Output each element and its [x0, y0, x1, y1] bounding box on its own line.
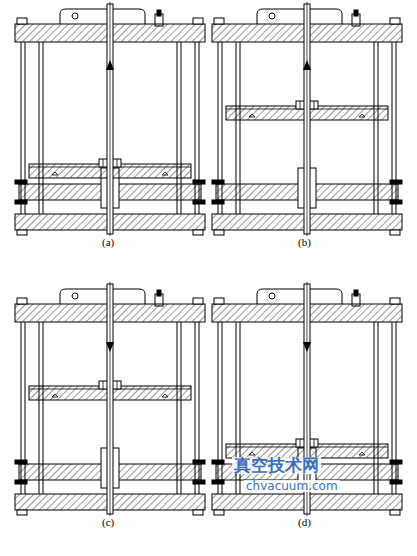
clamp — [390, 480, 402, 484]
screw — [72, 293, 78, 299]
hub-bolt — [103, 159, 104, 167]
nut — [214, 298, 224, 304]
nut — [193, 510, 203, 515]
watermark: 真空技术网 — [232, 457, 321, 474]
top-cap — [60, 9, 145, 24]
nut — [390, 230, 400, 235]
nut — [17, 298, 27, 304]
clamp — [212, 200, 224, 204]
clamp — [15, 200, 27, 204]
nut — [390, 510, 400, 515]
clamp — [15, 480, 27, 484]
clamp — [212, 480, 224, 484]
chamber-panel — [212, 282, 402, 516]
nut — [17, 510, 27, 515]
top-cap — [60, 289, 145, 304]
nut — [390, 298, 400, 304]
screw — [72, 13, 78, 19]
nut — [193, 18, 203, 24]
nut — [390, 18, 400, 24]
shaft-axis — [307, 2, 308, 236]
nut — [214, 18, 224, 24]
chamber-panel — [212, 2, 402, 236]
chamber-panel — [15, 282, 205, 516]
valve-tip — [157, 10, 161, 16]
hub-bolt — [300, 101, 301, 109]
valve-tip — [354, 290, 358, 296]
nut — [214, 230, 224, 235]
motion-arrow — [303, 342, 311, 352]
hub-bolt — [314, 101, 315, 109]
clamp — [390, 460, 402, 464]
top-cap — [257, 289, 342, 304]
nut — [193, 298, 203, 304]
nut — [193, 230, 203, 235]
shaft-axis — [110, 2, 111, 236]
nut — [214, 510, 224, 515]
clamp — [193, 480, 205, 484]
top-cap — [257, 9, 342, 24]
clamp — [390, 180, 402, 184]
hub-bolt — [103, 381, 104, 389]
clamp — [212, 460, 224, 464]
clamp — [15, 460, 27, 464]
motion-arrow — [106, 342, 114, 352]
screw — [269, 13, 275, 19]
hub-bolt — [300, 439, 301, 447]
motion-arrow — [106, 60, 114, 70]
nut — [17, 18, 27, 24]
clamp — [193, 180, 205, 184]
valve-tip — [354, 10, 358, 16]
clamp — [193, 200, 205, 204]
hub-bolt — [117, 159, 118, 167]
clamp — [212, 180, 224, 184]
watermark: chvacuum.com — [244, 480, 340, 492]
valve-tip — [157, 290, 161, 296]
panel-label: (b) — [298, 237, 311, 248]
panel-label: (c) — [102, 517, 114, 528]
panel-label: (d) — [298, 517, 311, 528]
panel-label: (a) — [102, 237, 114, 248]
chamber-panel — [15, 2, 205, 236]
shaft-axis — [110, 282, 111, 516]
hub-bolt — [117, 381, 118, 389]
screw — [269, 293, 275, 299]
motion-arrow — [303, 60, 311, 70]
hub-bolt — [314, 439, 315, 447]
nut — [17, 230, 27, 235]
clamp — [193, 460, 205, 464]
clamp — [390, 200, 402, 204]
clamp — [15, 180, 27, 184]
